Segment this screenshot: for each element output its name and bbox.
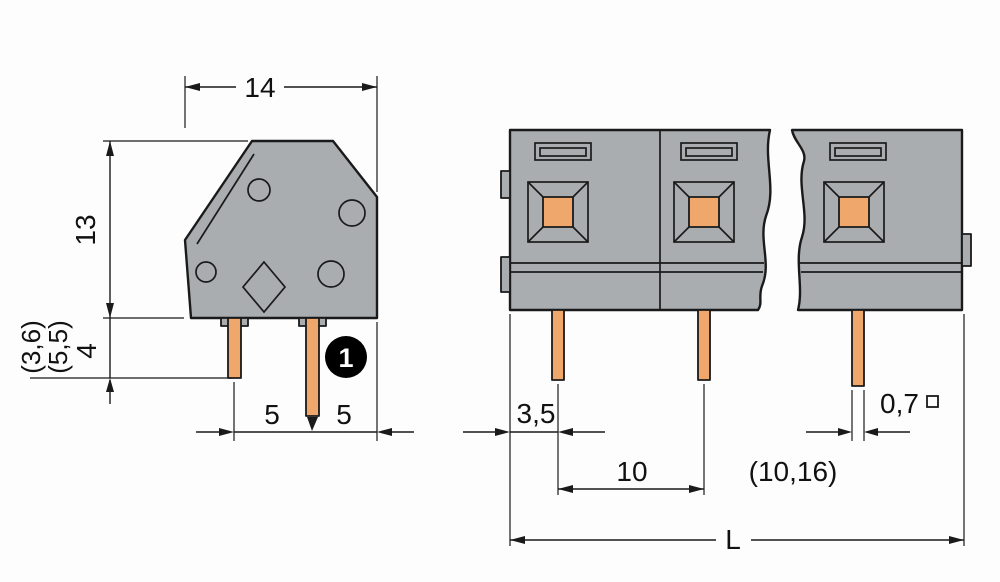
top-slot-inner [685, 147, 733, 157]
arrowhead [106, 303, 114, 318]
wire-entry-end-pole [823, 181, 885, 243]
dim-13-label: 13 [70, 214, 101, 245]
dimension-height-13: 13 [70, 140, 248, 319]
clamp-frame [527, 181, 589, 243]
bevel-line [673, 181, 690, 198]
solder-pin [305, 317, 320, 417]
clamp-frame [673, 181, 735, 243]
dim-14-label: 14 [244, 72, 275, 103]
arrowhead [864, 428, 878, 436]
top-slot-inner [539, 147, 587, 157]
dim-5-5-label: (5,5) [43, 320, 73, 373]
bevel-line [673, 226, 690, 243]
side-tab [961, 233, 972, 267]
side-view-body [183, 139, 379, 320]
arrowhead [949, 536, 964, 544]
arrowhead [495, 428, 510, 436]
dim-3-5-label: 3,5 [517, 398, 556, 429]
bevel-line [572, 181, 589, 198]
callout-circle [325, 336, 367, 378]
dim-10-16-label: (10,16) [749, 456, 838, 487]
body-inner-edge [196, 153, 255, 245]
mounting-hole [247, 178, 271, 202]
bevel-line [572, 226, 589, 243]
side-view: 14 1 13 [16, 72, 414, 441]
arrowhead [558, 485, 573, 493]
front-body-end-pole [790, 128, 964, 312]
solder-pin [227, 317, 242, 379]
dim-0-7-label: 0,7 [880, 388, 919, 419]
wire-entry-unit-2 [673, 181, 735, 243]
dim-5-left-label: 5 [264, 399, 280, 430]
bevel-line [823, 226, 840, 243]
dimension-pitch-5-5: 5 5 [196, 322, 414, 441]
dimension-width-14: 14 [184, 72, 378, 192]
dim-5-right-label: 5 [336, 399, 352, 430]
wire-entry-unit-1 [527, 181, 589, 243]
side-tab [500, 256, 511, 293]
actuation-slots [534, 142, 887, 161]
top-slot [534, 142, 592, 161]
solder-pin [697, 309, 711, 381]
dim-3-6-label: (3,6) [16, 320, 46, 373]
arrowhead [219, 428, 234, 436]
arrowhead [106, 378, 114, 392]
arrowhead [838, 428, 852, 436]
callout-number: 1 [338, 343, 353, 373]
dimension-edge-to-pin: 3,5 [463, 314, 605, 546]
diamond-opening [241, 260, 287, 314]
dimension-pin-length: 4 (3,6) (5,5) [16, 318, 232, 404]
dimension-pitch-10: 10 (10,16) [558, 384, 837, 495]
bevel-line [868, 181, 885, 198]
solder-pin [551, 309, 565, 381]
dimension-overall-length: L [510, 314, 965, 555]
side-tab [500, 170, 511, 199]
bevel-line [823, 181, 840, 198]
pin-arrowhead [307, 417, 318, 431]
bevel-line [868, 226, 885, 243]
front-view: 3,5 10 (10,16) 0,7 [463, 128, 972, 555]
mounting-hole [338, 199, 366, 227]
top-slot [829, 142, 887, 161]
bevel-line [718, 181, 735, 198]
front-body-units-1-2 [508, 128, 772, 312]
clamp-contact [838, 196, 870, 228]
square-section-symbol [926, 395, 939, 408]
clamp-contact [542, 196, 574, 228]
dim-4-label: 4 [71, 343, 102, 359]
arrowhead [185, 83, 200, 91]
arrowhead [362, 83, 377, 91]
solder-pin [851, 309, 865, 387]
mounting-hole [195, 261, 217, 283]
bevel-line [527, 226, 544, 243]
dimension-pin-width: 0,7 [806, 388, 939, 441]
arrowhead [510, 536, 525, 544]
bevel-line [527, 181, 544, 198]
top-slot-inner [834, 147, 882, 157]
mounting-hole [317, 260, 345, 288]
dim-10-label: 10 [616, 456, 647, 487]
arrowhead [689, 485, 704, 493]
bevel-line [718, 226, 735, 243]
arrowhead [106, 141, 114, 156]
dim-L-label: L [725, 524, 741, 555]
clamp-contact [688, 196, 720, 228]
top-slot [680, 142, 738, 161]
clamp-frame [823, 181, 885, 243]
callout-1: 1 [325, 336, 367, 378]
